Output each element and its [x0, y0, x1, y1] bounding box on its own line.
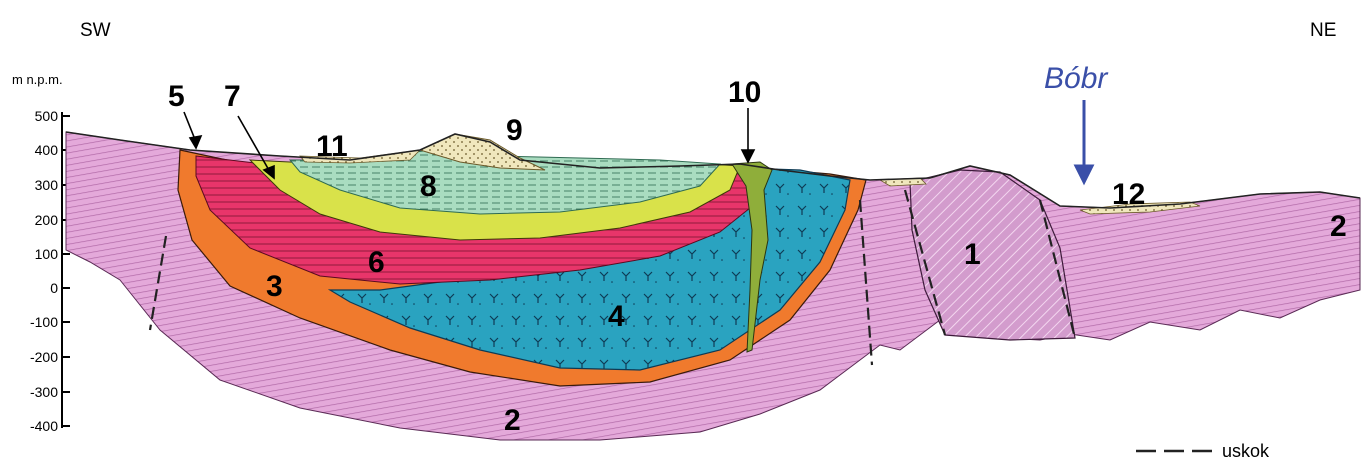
tick-400: 400: [35, 142, 59, 158]
label-unit-5: 5: [168, 80, 185, 113]
legend-fault-label: uskok: [1222, 441, 1270, 461]
label-unit-2-right: 2: [1330, 210, 1347, 243]
label-unit-4: 4: [608, 300, 625, 333]
tick-100: 100: [35, 246, 59, 262]
ne-direction-label: NE: [1310, 20, 1336, 41]
label-unit-1: 1: [964, 238, 981, 271]
tick-200: 200: [35, 212, 59, 228]
tick-300: 300: [35, 177, 59, 193]
label-unit-12: 12: [1112, 178, 1145, 211]
river-arrow: [1076, 100, 1092, 182]
tick-0: 0: [50, 280, 58, 296]
label-unit-11: 11: [316, 130, 348, 163]
tick-minus-400: -400: [30, 418, 58, 434]
sw-direction-label: SW: [80, 20, 111, 41]
label-unit-9: 9: [506, 114, 523, 147]
arrow-10: [742, 108, 754, 162]
label-unit-3: 3: [266, 270, 283, 303]
label-unit-8: 8: [420, 170, 437, 203]
label-unit-7: 7: [224, 80, 241, 113]
label-unit-2-bottom: 2: [504, 404, 521, 437]
tick-minus-100: -100: [30, 314, 58, 330]
tick-minus-300: -300: [30, 384, 58, 400]
arrow-5: [184, 112, 201, 148]
label-unit-6: 6: [368, 246, 385, 279]
axis-unit-label: m n.p.m.: [12, 72, 63, 87]
label-unit-10: 10: [728, 76, 761, 109]
tick-minus-200: -200: [30, 349, 58, 365]
river-label: Bóbr: [1044, 62, 1108, 95]
tick-500: 500: [35, 108, 59, 124]
